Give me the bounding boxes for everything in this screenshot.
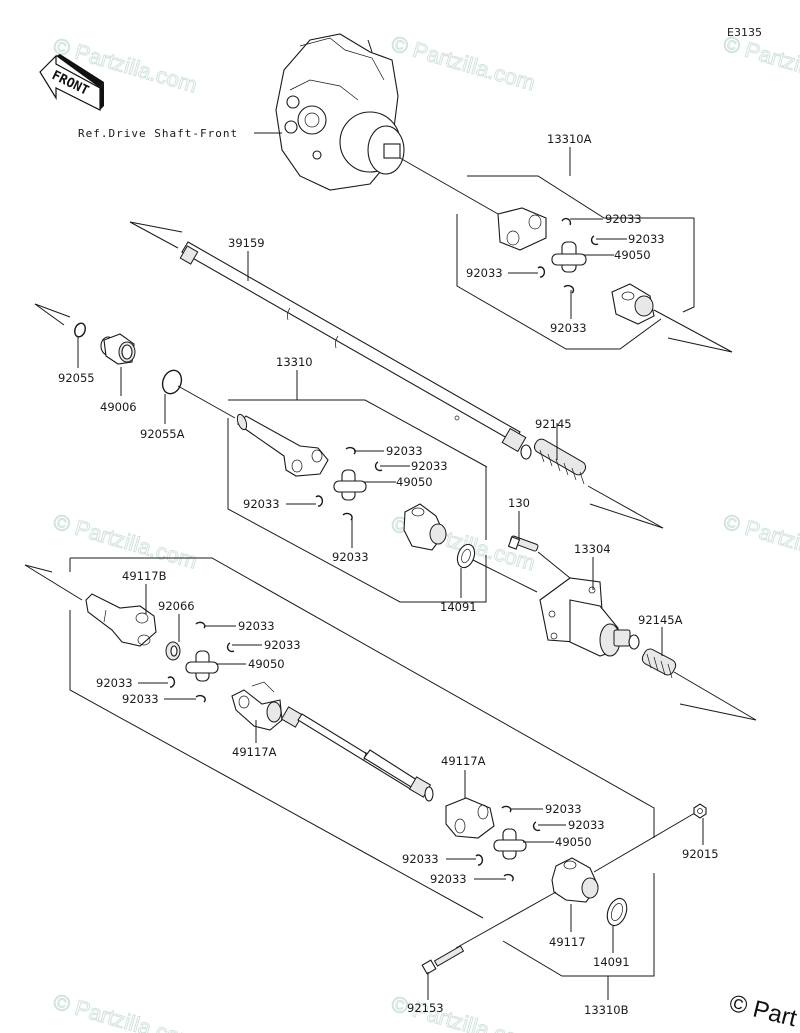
label-13304: 13304 [574, 542, 611, 556]
label-49050: 49050 [555, 835, 592, 849]
label-92033: 92033 [402, 852, 439, 866]
front-gear-case [275, 33, 405, 191]
shaft-seals: 92055 49006 92055A [34, 303, 236, 441]
yoke-part [445, 797, 495, 839]
flange-yoke-part [403, 503, 447, 551]
label-92145A: 92145A [638, 613, 683, 627]
label-92145: 92145 [535, 417, 572, 431]
spring-part [641, 648, 677, 679]
spring-part [533, 438, 587, 485]
yoke-part [231, 681, 283, 731]
watermark: © Partzilla.com [51, 509, 200, 574]
label-14091: 14091 [593, 955, 630, 969]
universal-cross-part [333, 469, 367, 501]
snap-ring-part [563, 284, 575, 294]
label-49050: 49050 [396, 475, 433, 489]
label-92033: 92033 [430, 872, 467, 886]
propeller-shaft-part [280, 706, 434, 802]
label-92033: 92033 [238, 619, 275, 633]
label-49117A: 49117A [441, 754, 486, 768]
group-13310B: 13310B 49117B 92066 92033 92033 49050 [24, 557, 719, 1017]
label-49117A: 49117A [232, 745, 277, 759]
label-13310A: 13310A [547, 132, 592, 146]
snap-ring-part [374, 461, 383, 472]
label-92033: 92033 [466, 266, 503, 280]
label-49117B: 49117B [122, 569, 167, 583]
label-92033: 92033 [96, 676, 133, 690]
watermark: © Partzilla.com [721, 509, 800, 574]
snap-ring-part [226, 642, 235, 653]
bolt-part [507, 535, 539, 552]
snap-ring-part [475, 854, 484, 866]
label-13310B: 13310B [584, 1003, 629, 1017]
label-92033: 92033 [628, 232, 665, 246]
o-ring-part [74, 322, 86, 338]
label-92033: 92033 [122, 692, 159, 706]
watermark: © Partzilla.com [51, 989, 200, 1033]
group-13310A: 13310A 92033 92033 49050 92033 92033 [456, 132, 733, 353]
snap-ring-part [561, 217, 572, 226]
snap-ring-part [195, 694, 206, 703]
yoke-part [497, 207, 547, 251]
watermark: © Partzilla.com [721, 31, 800, 96]
watermark-corner: © Part [727, 990, 800, 1033]
snap-ring-part [503, 873, 514, 882]
label-130: 130 [508, 496, 530, 510]
slip-yoke-part [85, 593, 157, 647]
snap-ring-part [590, 235, 599, 246]
snap-ring-part [195, 621, 206, 629]
nut-part [693, 803, 707, 819]
watermark: © Partzilla.com [389, 31, 538, 96]
snap-ring-part [167, 676, 176, 688]
label-13310: 13310 [276, 355, 313, 369]
bolt-part [421, 945, 465, 975]
flange-yoke-part [551, 857, 599, 903]
group-13310: 13310 92033 92033 49050 92033 92033 [227, 355, 538, 614]
label-49117: 49117 [549, 935, 586, 949]
label-39159: 39159 [228, 236, 265, 250]
snap-ring-part [342, 512, 353, 521]
label-92033: 92033 [605, 212, 642, 226]
label-92015: 92015 [682, 847, 719, 861]
snap-ring-part [315, 495, 324, 507]
universal-cross-part [493, 828, 527, 860]
label-92033: 92033 [545, 802, 582, 816]
front-arrow-icon: FRONT [39, 54, 104, 111]
label-92033: 92033 [332, 550, 369, 564]
label-92055: 92055 [58, 371, 95, 385]
washer-part [456, 543, 476, 569]
snap-ring-part [345, 446, 356, 455]
label-92153: 92153 [407, 1001, 444, 1015]
ref-drive-shaft-front: Ref.Drive Shaft-Front [78, 127, 238, 140]
label-49050: 49050 [248, 657, 285, 671]
housing-group: 130 13304 92145A [507, 496, 757, 721]
label-92033: 92033 [550, 321, 587, 335]
label-92033: 92033 [568, 818, 605, 832]
label-49050: 49050 [614, 248, 651, 262]
o-ring-part [161, 369, 183, 395]
snap-ring-part [501, 805, 512, 813]
diagram-code: E3135 [727, 26, 762, 39]
label-92033: 92033 [243, 497, 280, 511]
shaft-39159: 39159 [129, 221, 532, 460]
label-92033: 92033 [264, 638, 301, 652]
label-14091: 14091 [440, 600, 477, 614]
label-92033: 92033 [386, 444, 423, 458]
tube-yoke-part [236, 413, 329, 477]
housing-part [539, 577, 640, 657]
label-92033: 92033 [411, 459, 448, 473]
label-49006: 49006 [100, 400, 137, 414]
washer-part [606, 897, 628, 927]
universal-cross-part [551, 241, 587, 273]
label-92055A: 92055A [140, 427, 185, 441]
snap-ring-part [537, 266, 546, 278]
universal-cross-part [185, 650, 219, 682]
snap-ring-part [532, 821, 541, 832]
label-92066: 92066 [158, 599, 195, 613]
spring-92145: 92145 [533, 417, 664, 529]
boot-part [100, 333, 136, 365]
